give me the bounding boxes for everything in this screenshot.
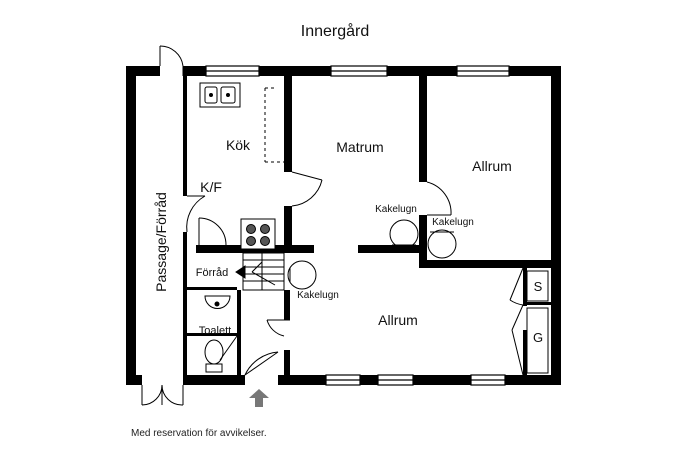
window-bottom-2: [377, 374, 414, 386]
door-closet-g: [511, 304, 524, 376]
door-storage: [198, 217, 227, 246]
doors: [141, 45, 524, 406]
room-label-living-top: Allrum: [472, 158, 512, 174]
door-passage-top: [159, 45, 184, 76]
toilet-icon: [204, 339, 224, 373]
kitchen-counter-dashed: [264, 87, 284, 163]
door-passage-bottom: [141, 384, 184, 406]
room-label-g-closet: G: [533, 330, 543, 345]
room-label-toilet: Toalett: [199, 325, 231, 337]
stairs-icon: [235, 252, 285, 291]
window-living-top: [456, 65, 510, 77]
tiled-stove-icon: [427, 229, 457, 259]
entrance-arrow-icon: [249, 389, 269, 407]
windows: [205, 65, 510, 386]
window-kitchen: [205, 65, 260, 77]
window-dining: [330, 65, 388, 77]
room-label-storage: Förråd: [196, 267, 228, 279]
stove-label: Kakelugn: [375, 204, 417, 215]
tiled-stove-icon: [389, 219, 419, 249]
tiled-stove-icon: [287, 260, 317, 290]
closet-s-box: [526, 270, 549, 302]
stove-label: Kakelugn: [297, 290, 339, 301]
fixtures: [199, 82, 549, 374]
room-label-living-bottom: Allrum: [378, 312, 418, 328]
interior-walls: [183, 76, 551, 375]
door-dining-living: [426, 181, 452, 216]
window-bottom-3: [470, 374, 506, 386]
room-label-passage: Passage/Förråd: [153, 192, 169, 292]
room-label-kitchen: Kök: [226, 137, 251, 153]
exterior-walls: [126, 66, 561, 385]
kitchen-sink-icon: [199, 82, 241, 108]
stove-label: Kakelugn: [432, 217, 474, 228]
disclaimer-note: Med reservation för avvikelser.: [131, 428, 267, 439]
room-label-dining: Matrum: [336, 139, 383, 155]
door-hall: [266, 319, 290, 337]
room-label-fridge-freezer: K/F: [200, 179, 222, 195]
door-passage-side: [186, 195, 206, 233]
window-bottom-1: [325, 374, 361, 386]
door-closet-s: [509, 267, 524, 306]
room-label-s-closet: S: [534, 279, 543, 294]
courtyard-label: Innergård: [301, 22, 370, 40]
door-entrance: [244, 351, 279, 376]
closet-g-box: [526, 307, 549, 374]
door-kitchen-dining: [291, 171, 323, 207]
stove-icon: [240, 218, 276, 250]
washbasin-icon: [204, 295, 231, 309]
